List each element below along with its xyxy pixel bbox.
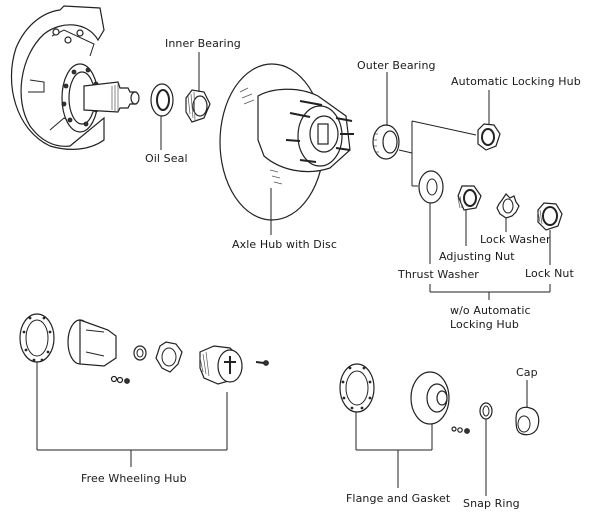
label-cap: Cap — [516, 366, 538, 379]
free-wheeling-hub-parts — [19, 313, 269, 467]
label-snap-ring: Snap Ring — [463, 497, 520, 510]
automatic-locking-hub-part — [477, 90, 501, 151]
adjusting-nut-part — [457, 185, 482, 246]
lock-nut-part — [537, 202, 563, 265]
label-thrust-washer: Thrust Washer — [398, 268, 479, 281]
label-inner-bearing: Inner Bearing — [165, 37, 241, 50]
snap-ring-part — [479, 402, 493, 496]
label-wo-automatic-line2: Locking Hub — [450, 318, 519, 331]
label-axle-hub-with-disc: Axle Hub with Disc — [232, 238, 338, 251]
oil-seal-part — [150, 83, 174, 150]
label-outer-bearing: Outer Bearing — [357, 59, 436, 72]
label-adjusting-nut: Adjusting Nut — [439, 250, 515, 263]
flange-and-gasket-parts — [339, 363, 470, 488]
axle-hub-with-disc-part — [219, 63, 354, 235]
cap-part — [515, 380, 540, 436]
lock-washer-part — [496, 193, 520, 232]
label-flange-and-gasket: Flange and Gasket — [346, 492, 451, 505]
label-free-wheeling-hub: Free Wheeling Hub — [81, 472, 187, 485]
outer-bearing-part — [372, 72, 477, 187]
label-lock-nut: Lock Nut — [525, 267, 574, 280]
thrust-washer-part — [418, 170, 444, 264]
label-automatic-locking-hub: Automatic Locking Hub — [451, 75, 581, 88]
steering-knuckle-backing-plate — [10, 5, 140, 150]
wo-automatic-locking-hub-bracket — [429, 284, 551, 300]
label-lock-washer: Lock Washer — [480, 233, 551, 246]
inner-bearing-part — [185, 52, 211, 123]
label-oil-seal: Oil Seal — [145, 152, 188, 165]
label-wo-automatic-line1: w/o Automatic — [450, 304, 531, 317]
